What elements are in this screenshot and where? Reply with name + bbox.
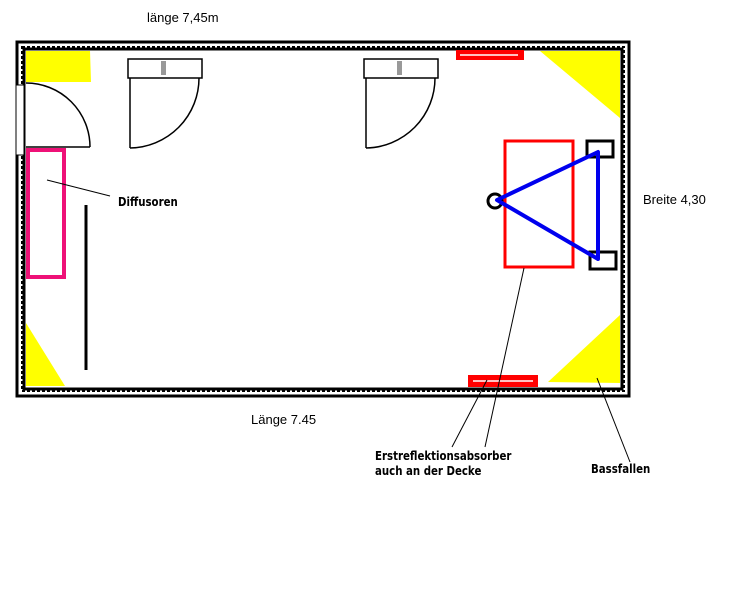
door-left	[25, 82, 91, 148]
bass-trap-bottom-right	[548, 315, 620, 383]
ceiling-absorber	[503, 139, 575, 269]
top-length-label: länge 7,45m	[147, 10, 219, 25]
absorber-bottom	[468, 375, 538, 387]
diffusors-label: Diffusoren	[118, 195, 178, 209]
speaker-right	[588, 250, 618, 271]
room-walls	[15, 40, 631, 398]
door-middle-2	[363, 58, 439, 149]
bottom-length-label: Länge 7.45	[251, 412, 317, 427]
reflection-absorber-label-line2: auch an der Decke	[375, 464, 482, 478]
reflection-absorber-label-line1: Erstreflektionsabsorber	[375, 449, 512, 463]
width-label: Breite 4,30	[643, 192, 706, 207]
bass-trap-top-left	[26, 51, 91, 82]
door-middle-1	[127, 58, 203, 149]
bass-trap-bottom-left	[26, 323, 65, 386]
diffusor-panel	[26, 148, 66, 279]
leader-lines	[46, 179, 631, 463]
bass-trap-top-right	[540, 51, 620, 118]
stereo-triangle	[495, 150, 600, 261]
absorber-top	[456, 50, 524, 60]
bass-traps-label: Bassfallen	[591, 462, 651, 476]
